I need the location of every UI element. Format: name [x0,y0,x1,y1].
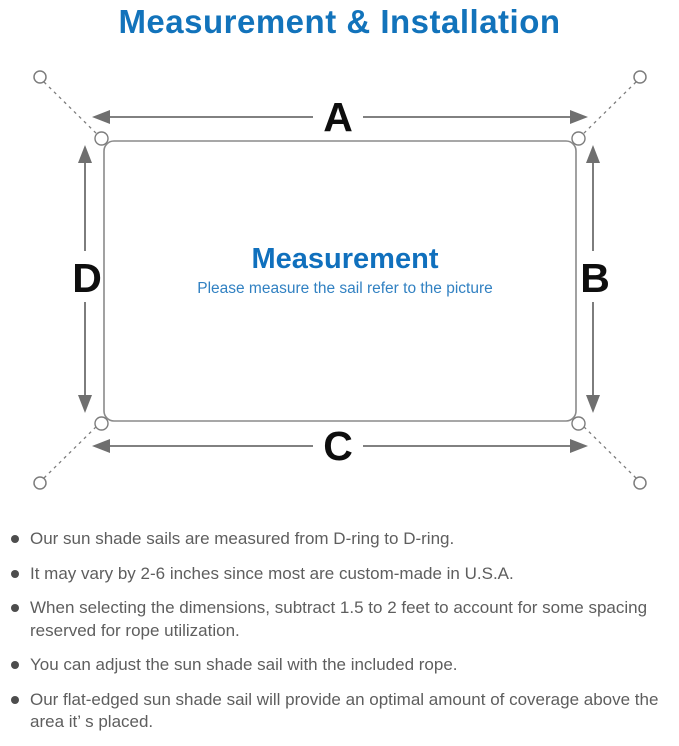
diagram-center-subtitle: Please measure the sail refer to the pic… [197,280,493,297]
instruction-list: Our sun shade sails are measured from D-… [9,528,671,746]
page-title: Measurement & Installation [118,3,561,40]
measurement-diagram: A C D B Measurement Please measure the s… [33,70,647,490]
sail-outline [103,140,577,422]
bullet-icon [11,695,19,704]
dimension-label-a: A [323,94,353,140]
list-item-text: Our flat-edged sun shade sail will provi… [30,689,659,732]
list-item-text: It may vary by 2-6 inches since most are… [30,563,514,583]
list-item-text: When selecting the dimensions, subtract … [30,598,648,640]
tether-line-top-left [43,81,102,139]
d-ring-icon-top-left [94,131,109,146]
anchor-ring-icon-top-right [633,70,647,84]
bullet-icon [11,569,19,578]
list-item: When selecting the dimensions, subtract … [9,597,671,642]
anchor-ring-icon-top-left [33,70,47,84]
list-item-text: Our sun shade sails are measured from D-… [30,529,455,548]
anchor-ring-icon-bottom-right [633,476,647,490]
tether-line-bottom-right [578,421,637,479]
dimension-label-c: C [323,423,353,469]
arrowhead-left-icon [92,439,110,453]
corner-d-rings [94,131,586,431]
arrowhead-up-icon [78,145,92,163]
dimension-label-b: B [580,255,610,301]
dimension-label-d: D [72,255,102,301]
bullet-icon [11,604,19,612]
tether-line-top-right [578,81,637,139]
arrowhead-left-icon [92,110,110,124]
d-ring-icon-bottom-right [571,416,586,431]
tether-line-bottom-left [43,421,102,479]
anchor-ring-icon-bottom-left [33,476,47,490]
list-item: It may vary by 2-6 inches since most are… [9,563,671,586]
list-item: Our sun shade sails are measured from D-… [9,528,671,551]
arrowhead-right-icon [570,439,588,453]
list-item: You can adjust the sun shade sail with t… [9,654,671,677]
list-item-text: You can adjust the sun shade sail with t… [30,655,458,674]
d-ring-icon-bottom-left [94,416,109,431]
d-ring-icon-top-right [571,131,586,146]
bullet-icon [11,661,19,669]
bullet-icon [11,535,19,543]
arrowhead-up-icon [586,145,600,163]
arrowhead-right-icon [570,110,588,124]
anchor-rings [33,70,647,490]
arrowhead-down-icon [586,395,600,413]
arrowhead-down-icon [78,395,92,413]
list-item: Our flat-edged sun shade sail will provi… [9,689,671,734]
diagram-center-title: Measurement [252,243,439,275]
